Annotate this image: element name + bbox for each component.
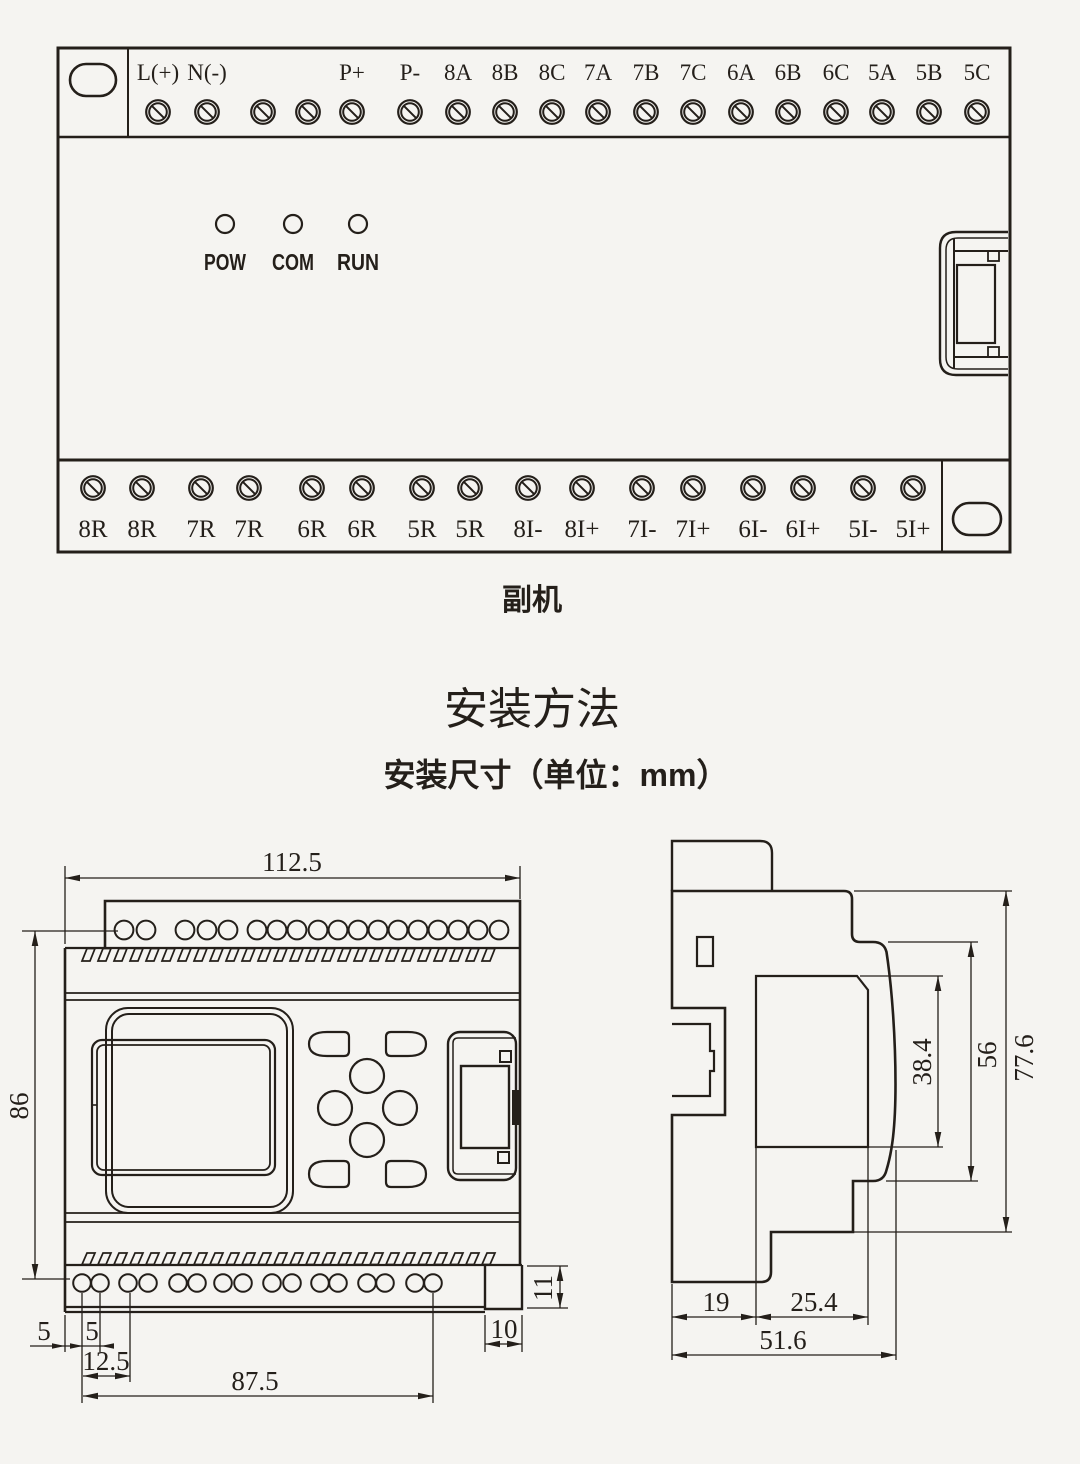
side-panel-bump xyxy=(754,974,870,1149)
device-outline xyxy=(56,46,1012,554)
terminal-label: 8B xyxy=(492,60,519,85)
side-body-outline xyxy=(670,889,897,1284)
bottom-terminal-labels: 8R 8R 7R 7R 6R 6R 5R 5R 8I- 8I+ 7I- 7I+ 6I- 6I+ 5I- 5I+ xyxy=(78,516,930,543)
dim-panel-height: 38.4 xyxy=(907,1038,937,1086)
terminal-label: 6R xyxy=(347,516,377,543)
section-subtitle: 安装尺寸（单位：mm） xyxy=(384,757,729,793)
terminal-label: 7A xyxy=(584,60,613,85)
terminal-label: 5B xyxy=(916,60,943,85)
terminal-label: P- xyxy=(400,60,420,85)
terminal-label: 5C xyxy=(964,60,991,85)
led-label: POW xyxy=(204,249,246,275)
dim-total-height: 86 xyxy=(4,1093,34,1120)
status-leds: POW COM RUN xyxy=(204,213,379,275)
terminal-label: 5R xyxy=(407,516,437,543)
lcd-window xyxy=(90,1038,277,1177)
din-channel xyxy=(672,1022,716,1098)
terminal-label: 7R xyxy=(186,516,216,543)
terminal-label: 7C xyxy=(680,60,707,85)
din-foot xyxy=(483,1265,524,1311)
led-indicator xyxy=(214,213,236,235)
dim-rail-depth: 19 xyxy=(703,1287,730,1317)
dim-total-width: 112.5 xyxy=(262,847,322,877)
terminal-label: 7R xyxy=(234,516,264,543)
terminal-label: N(-) xyxy=(187,60,227,85)
side-view-drawing: 38.4 56 77.6 19 25.4 51.6 xyxy=(670,839,1039,1360)
terminal-label: 7B xyxy=(633,60,660,85)
terminal-label: L(+) xyxy=(137,60,179,85)
device-caption: 副机 xyxy=(502,584,562,617)
led-indicator xyxy=(282,213,304,235)
terminal-label: 6I+ xyxy=(786,516,821,543)
bottom-terminal-holes xyxy=(72,1273,443,1293)
front-view-drawing: 112.5 86 5 5 12.5 87.5 10 xyxy=(4,847,568,1403)
dim-foot-width: 10 xyxy=(491,1314,518,1344)
dim-total-depth: 51.6 xyxy=(759,1325,806,1355)
terminal-label: 6C xyxy=(823,60,850,85)
led-indicator xyxy=(347,213,369,235)
terminal-label: 8I+ xyxy=(565,516,600,543)
top-terminal-labels: L(+) N(-) P+ P- 8A 8B 8C 7A 7B 7C 6A 6B 6C 5A 5B 5C xyxy=(137,60,991,85)
terminal-label: 6R xyxy=(297,516,327,543)
front-connector xyxy=(446,1030,519,1182)
bottom-terminal-screws xyxy=(80,475,926,501)
dim-front-height: 56 xyxy=(972,1042,1002,1069)
side-view-dimensions: 38.4 56 77.6 19 25.4 51.6 xyxy=(671,890,1039,1360)
terminal-label: 6A xyxy=(727,60,756,85)
terminal-label: 5A xyxy=(868,60,897,85)
dim-panel-depth: 25.4 xyxy=(790,1287,838,1317)
terminal-label: 5R xyxy=(455,516,485,543)
terminal-label: 8A xyxy=(444,60,473,85)
terminal-label: P+ xyxy=(339,60,365,85)
mounting-slot-bottom-right xyxy=(951,501,1003,537)
terminal-label: 5I+ xyxy=(896,516,931,543)
dim-hole-offset: 5 xyxy=(37,1316,51,1346)
terminal-label: 6I- xyxy=(738,516,767,543)
terminal-label: 6B xyxy=(775,60,802,85)
terminal-label: 7I+ xyxy=(676,516,711,543)
expansion-connector xyxy=(938,230,1008,377)
terminal-label: 5I- xyxy=(848,516,877,543)
front-view-dimensions: 112.5 86 5 5 12.5 87.5 10 xyxy=(4,847,568,1403)
led-label: COM xyxy=(272,249,314,275)
front-top-cap xyxy=(103,899,522,1265)
top-terminal-screws xyxy=(145,99,990,125)
led-label: RUN xyxy=(337,249,379,275)
top-terminal-holes xyxy=(113,919,510,941)
terminal-label: 8R xyxy=(127,516,157,543)
mounting-slot-top-left xyxy=(68,62,118,98)
vent-serrations xyxy=(80,947,497,1266)
dim-total-height-side: 77.6 xyxy=(1009,1034,1039,1081)
terminal-label: 8C xyxy=(539,60,566,85)
dim-foot-height: 11 xyxy=(528,1275,558,1301)
dim-hole-pitch: 5 xyxy=(85,1316,99,1346)
side-vent-slot xyxy=(695,935,715,968)
section-title: 安装方法 xyxy=(444,685,620,734)
terminal-label: 8I- xyxy=(513,516,542,543)
dim-hole-pitch-2: 12.5 xyxy=(82,1346,129,1376)
terminal-label: 7I- xyxy=(627,516,656,543)
din-rail-hook xyxy=(670,839,774,891)
dim-hole-span: 87.5 xyxy=(231,1366,278,1396)
keypad-buttons xyxy=(307,1030,428,1189)
terminal-label: 8R xyxy=(78,516,108,543)
